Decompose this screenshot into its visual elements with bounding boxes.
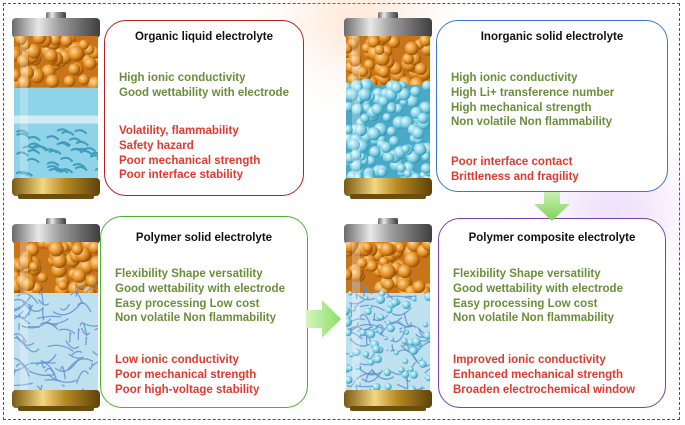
panel-title: Polymer solid electrolyte [101, 232, 307, 244]
battery-polymer-icon [8, 218, 104, 414]
panel-title: Organic liquid electrolyte [105, 31, 303, 43]
battery-composite-icon [340, 218, 436, 414]
pro-item: High ionic conductivity [119, 71, 289, 86]
cons-list: Volatility, flammability Safety hazard P… [119, 124, 260, 183]
battery-inorganic-icon [340, 12, 436, 202]
pro-item: Easy processing Low cost [453, 297, 623, 312]
pro-item: Non volatile Non flammability [115, 311, 285, 326]
cons-list: Poor interface contact Brittleness and f… [451, 155, 579, 185]
panel-inorganic-solid: Inorganic solid electrolyte High ionic c… [436, 20, 668, 192]
pro-item: High Li+ transference number [451, 86, 614, 101]
pros-list: Flexibility Shape versatility Good wetta… [453, 267, 623, 326]
panel-polymer-composite: Polymer composite electrolyte Flexibilit… [438, 218, 666, 408]
con-item: Low ionic conductivity [115, 353, 259, 368]
pro-item: Good wettability with electrode [453, 282, 623, 297]
con-item: Poor interface stability [119, 168, 260, 183]
arrow-down-icon [532, 192, 572, 222]
con-item: Poor mechanical strength [119, 154, 260, 169]
panel-organic-liquid: Organic liquid electrolyte High ionic co… [104, 20, 304, 196]
pro-item: Flexibility Shape versatility [453, 267, 623, 282]
con-item: Poor high-voltage stability [115, 383, 259, 398]
pros-list: High ionic conductivity High Li+ transfe… [451, 71, 614, 130]
pro-item: Non volatile Non flammability [453, 311, 623, 326]
cons-list: Low ionic conductivity Poor mechanical s… [115, 353, 259, 397]
arrow-right-icon [306, 300, 342, 338]
panel-polymer-solid: Polymer solid electrolyte Flexibility Sh… [100, 216, 308, 408]
con-item: Poor interface contact [451, 155, 579, 170]
con-item: Poor mechanical strength [115, 368, 259, 383]
pros-list: High ionic conductivity Good wettability… [119, 71, 289, 101]
con-item: Safety hazard [119, 139, 260, 154]
pro-item: Easy processing Low cost [115, 297, 285, 312]
pro-item: Good wettability with electrode [115, 282, 285, 297]
pro-item: High ionic conductivity [451, 71, 614, 86]
con-item: Broaden electrochemical window [453, 383, 635, 398]
pro-item: High mechanical strength [451, 101, 614, 116]
pros-list: Flexibility Shape versatility Good wetta… [115, 267, 285, 326]
pro-item: Flexibility Shape versatility [115, 267, 285, 282]
con-item: Brittleness and fragility [451, 170, 579, 185]
con-item: Enhanced mechanical strength [453, 368, 635, 383]
con-item: Improved ionic conductivity [453, 353, 635, 368]
pro-item: Good wettability with electrode [119, 86, 289, 101]
cons-list: Improved ionic conductivity Enhanced mec… [453, 353, 635, 397]
panel-title: Polymer composite electrolyte [439, 232, 665, 244]
panel-title: Inorganic solid electrolyte [437, 31, 667, 43]
battery-liquid-icon [8, 12, 104, 202]
con-item: Volatility, flammability [119, 124, 260, 139]
pro-item: Non volatile Non flammability [451, 115, 614, 130]
